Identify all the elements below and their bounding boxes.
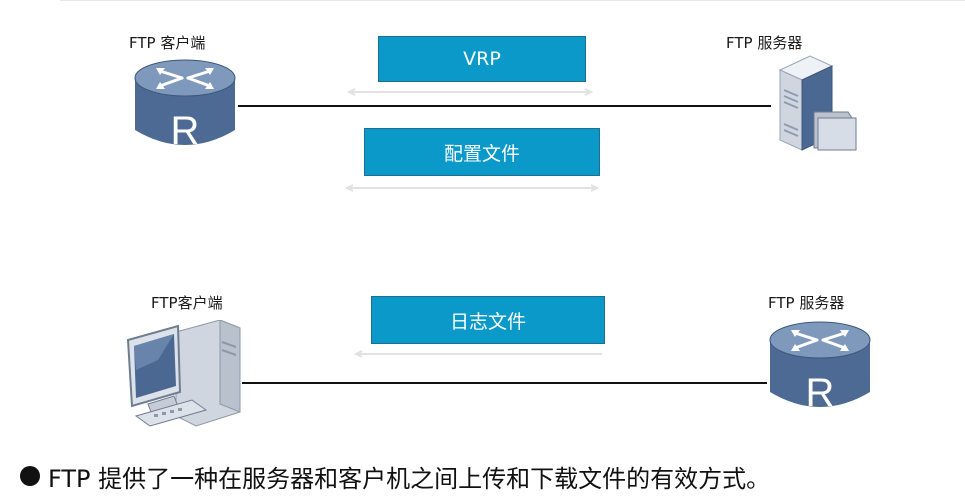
log-file-box: 日志文件 xyxy=(371,296,605,344)
top-client-label: FTP 客户端 xyxy=(129,34,206,52)
server-icon xyxy=(778,55,857,151)
top-server-label: FTP 服务器 xyxy=(726,34,803,52)
bottom-client-label: FTP客户端 xyxy=(151,294,223,312)
top-divider xyxy=(60,0,965,1)
router-letter: R xyxy=(171,109,200,153)
log-file-arrow xyxy=(353,350,602,358)
router-letter: R xyxy=(806,371,835,415)
pc-icon xyxy=(126,320,241,427)
bottom-connection-line xyxy=(242,382,767,384)
bullet-icon xyxy=(20,466,40,486)
vrp-arrow xyxy=(346,88,594,96)
top-connection-line xyxy=(238,105,771,107)
config-file-box: 配置文件 xyxy=(364,128,600,176)
caption-text: FTP 提供了一种在服务器和客户机之间上传和下载文件的有效方式。 xyxy=(48,465,771,493)
bottom-server-label: FTP 服务器 xyxy=(768,294,845,312)
vrp-box: VRP xyxy=(378,36,586,82)
router-icon: R xyxy=(769,321,871,415)
router-icon: R xyxy=(134,59,236,153)
config-file-arrow xyxy=(344,184,600,192)
